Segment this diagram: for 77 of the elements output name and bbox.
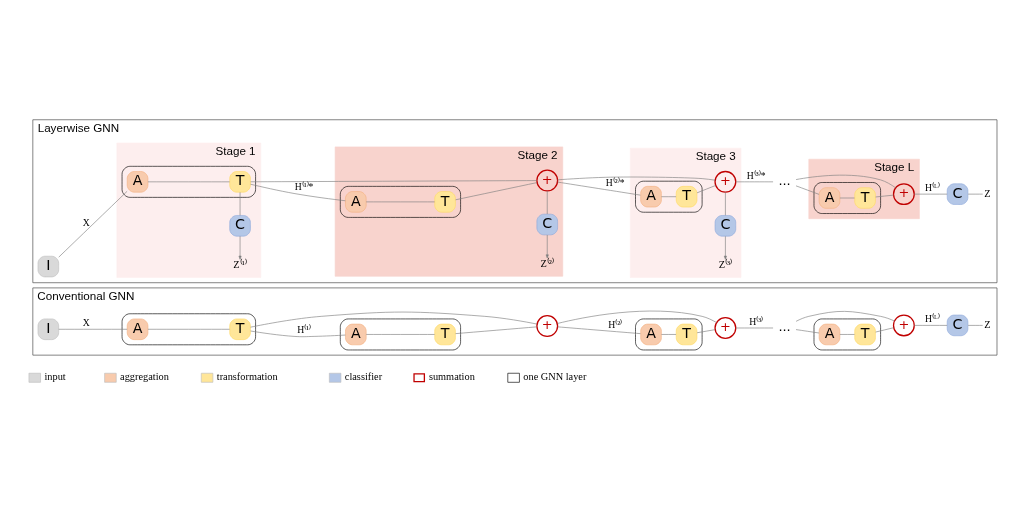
edge-label: H⁽²⁾* [605, 177, 625, 189]
edge-label: H⁽ᴸ⁾ [925, 313, 940, 325]
node-text: ... [778, 173, 791, 189]
connector [250, 311, 538, 328]
edge-label: H⁽³⁾ [749, 315, 764, 327]
connector [58, 328, 128, 330]
legend-label: summation [428, 371, 475, 383]
node-text: Z [984, 318, 991, 330]
connector [967, 325, 983, 326]
edge-label: X [82, 217, 90, 229]
node-text: Z [984, 187, 991, 199]
cluster [340, 318, 461, 351]
connector [795, 174, 896, 189]
connector [735, 327, 774, 329]
cluster [121, 166, 256, 198]
connector [725, 192, 726, 216]
connector [875, 194, 894, 198]
connector [147, 181, 230, 183]
connector [661, 196, 677, 198]
node-circle: + [714, 317, 737, 339]
edge-label: H⁽¹⁾* [294, 181, 314, 193]
cluster [121, 313, 256, 346]
connector [696, 329, 716, 334]
connector [795, 311, 895, 322]
connector [546, 190, 548, 215]
connector [557, 326, 641, 334]
legend-label: one GNN layer [523, 371, 587, 383]
connector [735, 181, 774, 183]
node-circle: + [892, 183, 915, 206]
edge-label: H⁽ᴸ⁾ [925, 181, 940, 193]
connector [250, 180, 537, 183]
connector [365, 201, 435, 203]
connector [914, 193, 948, 195]
cluster [340, 186, 461, 218]
node-circle: + [536, 315, 559, 338]
node-text: Z⁽¹⁾ [233, 259, 247, 271]
arrow [238, 235, 242, 260]
node-text: Z⁽²⁾ [540, 258, 554, 270]
arrow [545, 234, 549, 259]
arrow [723, 235, 727, 260]
connector [557, 310, 717, 324]
connector [250, 183, 346, 202]
connector [795, 329, 820, 334]
node-circle: + [536, 169, 559, 192]
cluster [635, 318, 703, 351]
connector [365, 334, 435, 335]
connector [661, 334, 677, 335]
cluster [813, 318, 881, 351]
connector [250, 330, 346, 338]
connector [455, 182, 538, 201]
node-circle: + [714, 170, 737, 193]
connector [557, 176, 716, 181]
connector [875, 327, 894, 333]
connector [967, 193, 983, 195]
edge-label: X [82, 317, 90, 329]
connector [557, 181, 641, 196]
legend-label: transformation [216, 371, 278, 383]
edge-label: H⁽¹⁾ [297, 324, 312, 336]
connector [914, 325, 948, 326]
node-circle: + [892, 314, 915, 337]
connector [455, 326, 538, 334]
legend-label: classifier [344, 371, 383, 383]
connector [239, 192, 241, 216]
legend-label: aggregation [120, 371, 169, 383]
connector [795, 185, 820, 195]
node-text: ... [778, 319, 791, 335]
connector [58, 190, 128, 258]
legend-label: input [44, 371, 66, 383]
connector [147, 328, 230, 330]
cluster [813, 182, 881, 214]
cluster [635, 180, 703, 213]
edge-label: H⁽²⁾ [608, 318, 623, 330]
connector [839, 334, 855, 335]
node-text: Z⁽³⁾ [718, 259, 733, 271]
edge-label: H⁽³⁾* [746, 169, 766, 181]
connector [696, 185, 716, 194]
connector [839, 197, 855, 199]
